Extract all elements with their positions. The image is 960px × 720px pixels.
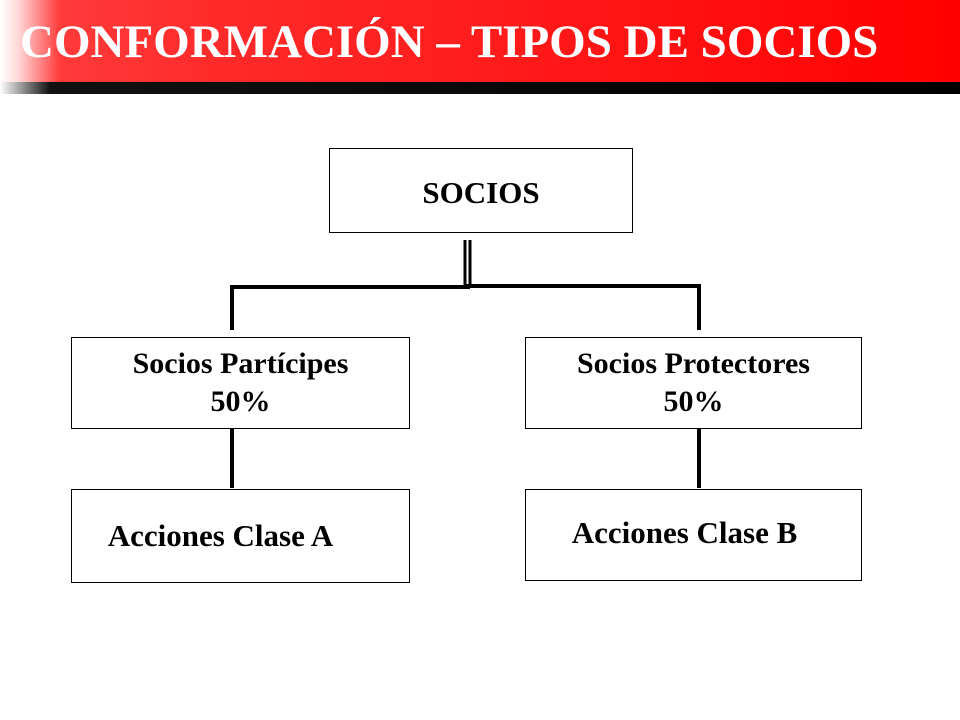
node-socios: SOCIOS (329, 148, 633, 233)
node-socios-label: SOCIOS (422, 174, 540, 210)
title-underline (0, 82, 960, 94)
node-participes-name: Socios Partícipes (132, 347, 349, 380)
node-socios-protectores: Socios Protectores 50% (525, 337, 862, 429)
slide-title: CONFORMACIÓN – TIPOS DE SOCIOS (20, 16, 879, 68)
title-bar: CONFORMACIÓN – TIPOS DE SOCIOS (0, 0, 960, 82)
node-acciones-clase-b: Acciones Clase B (525, 489, 862, 581)
node-protectores-name: Socios Protectores (577, 347, 810, 380)
node-clase-b-label: Acciones Clase B (571, 515, 798, 550)
node-participes-share: 50% (210, 385, 271, 418)
node-socios-participes: Socios Partícipes 50% (71, 337, 410, 429)
node-acciones-clase-a: Acciones Clase A (71, 489, 410, 583)
node-protectores-share: 50% (663, 385, 724, 418)
node-clase-a-label: Acciones Clase A (107, 518, 334, 553)
